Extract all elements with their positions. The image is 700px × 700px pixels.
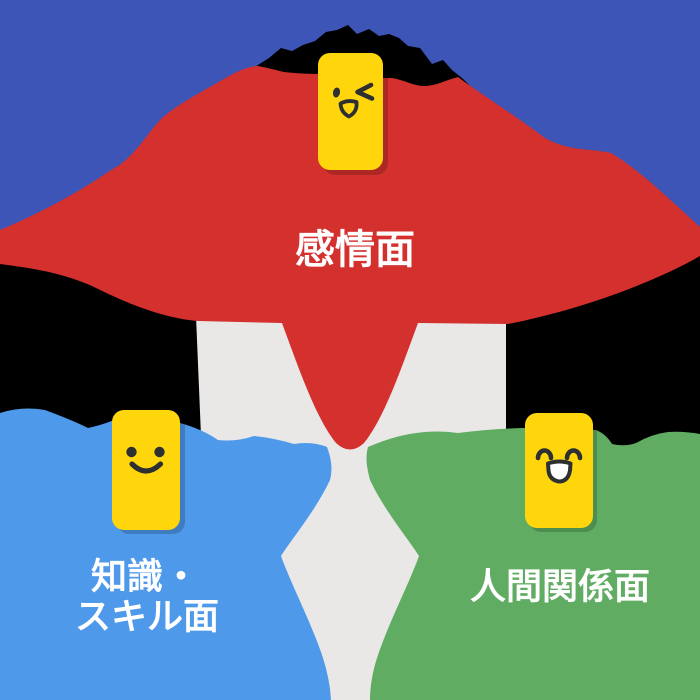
emotion-petal — [0, 66, 700, 450]
winking-right-eye — [355, 82, 375, 101]
laughing-mouth — [546, 459, 573, 484]
smiling-mouth — [129, 461, 164, 474]
laughing-left-eye — [535, 448, 554, 461]
sky-background — [0, 0, 700, 258]
laughing-face-card — [525, 413, 597, 532]
smiling-right-eye — [154, 446, 165, 458]
winking-face-card — [318, 53, 388, 175]
knowledge-label-line1: 知識・ — [91, 557, 199, 598]
knowledge-label-line2: スキル面 — [75, 597, 219, 638]
smiling-face-card — [112, 410, 185, 534]
knowledge-petal — [0, 408, 332, 700]
emotion-label: 感情面 — [295, 227, 415, 273]
winking-left-eye — [332, 87, 341, 98]
relations-label: 人間関係面 — [470, 567, 650, 608]
laughing-right-eye — [564, 448, 583, 461]
smiling-left-eye — [126, 446, 137, 458]
relations-petal — [366, 428, 700, 700]
winking-mouth — [338, 99, 359, 119]
